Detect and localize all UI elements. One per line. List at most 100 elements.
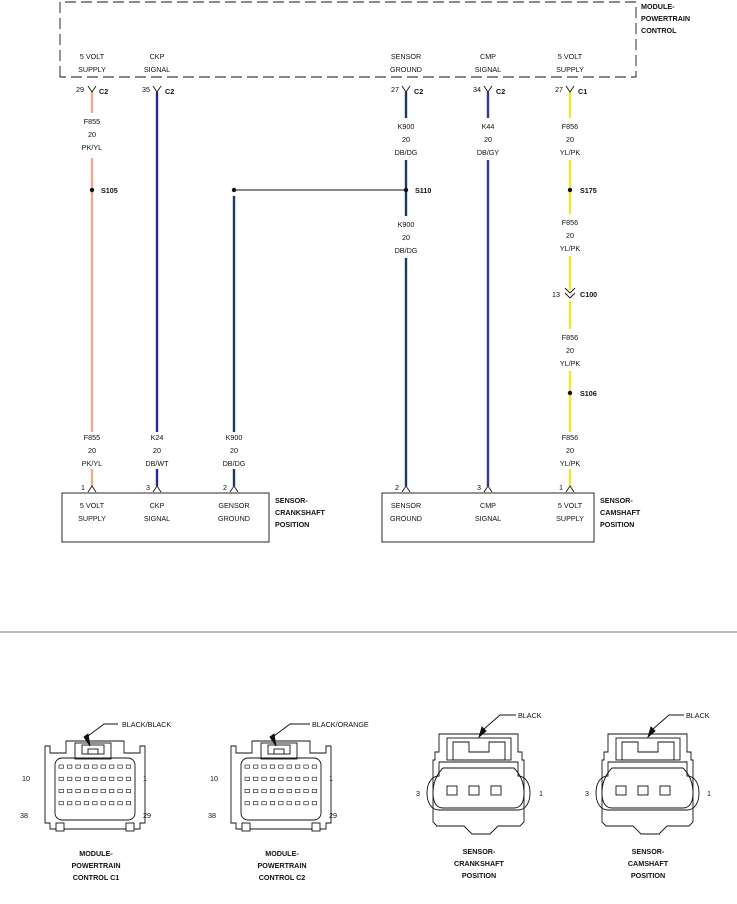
pcm-connector-id: C2 [496, 87, 505, 96]
cmp-sensor-pin-label: SENSOR [391, 501, 421, 510]
connector-pin-cavity [261, 801, 267, 806]
connector-pin-right: 1 [539, 789, 543, 798]
connector-pin-cavity [253, 764, 259, 769]
inline-connector-name: C100 [580, 290, 597, 299]
connector-pin-tr: 1 [143, 774, 147, 783]
connector-pin-cavity [100, 789, 106, 793]
connector-name-c1: CONTROL C1 [73, 873, 120, 882]
connector-view-ckp-sensor [426, 714, 531, 835]
connector-color-c1: BLACK/BLACK [122, 720, 171, 729]
connector-pin-cavity [295, 789, 301, 793]
connector-pin-cavity [67, 801, 73, 806]
connector-pin-cavity [261, 764, 267, 769]
wire-label-f855-bot: PK/YL [82, 459, 102, 468]
ckp-sensor-pin-number: 2 [223, 483, 227, 492]
splice-dot-s105 [89, 187, 95, 193]
connector-pin-cavity [92, 764, 98, 769]
connector-pin-cavity [109, 776, 115, 781]
connector-pin-cavity [58, 776, 64, 781]
connector-pin-cavity [83, 764, 89, 769]
connector-pin-cavity [311, 789, 318, 793]
splice-dot-s110 [403, 187, 409, 193]
splice-dot-ckp-ground [231, 187, 237, 193]
connector-pin-cavity [278, 776, 284, 781]
wire-label-f856-a: F856 [562, 218, 578, 227]
connector-pin-cavity [311, 764, 318, 769]
wire-label-f856-bot: YL/PK [560, 459, 581, 468]
connector-pin-cavity [269, 789, 276, 793]
connector-pin-cavity [100, 776, 106, 781]
connector-pin-cavity [261, 776, 267, 781]
ckp-sensor-name: CRANKSHAFT [275, 508, 326, 517]
connector-pin-cavity [75, 789, 81, 793]
connector-pin-cavity [67, 789, 73, 793]
wire-label-k900-mid: 20 [402, 233, 410, 242]
pcm-pin-number: 27 [391, 85, 399, 94]
inline-connector-pin: 13 [552, 290, 560, 299]
connector-pin-cavity [75, 801, 81, 806]
splice-label-s105: S105 [101, 186, 118, 195]
connector-pin-cavity [58, 801, 64, 806]
pcm-pin-number: 35 [142, 85, 150, 94]
connector-name-cmp: SENSOR- [632, 847, 665, 856]
pcm-pin-label: GROUND [390, 65, 422, 74]
lock-arrow-icon [83, 733, 91, 747]
connector-pin-cavity [125, 776, 131, 781]
pcm-pin-label: 5 VOLT [558, 52, 583, 61]
pcm-label-line1: MODULE- [641, 2, 675, 11]
connector-pin-cavity [100, 801, 106, 806]
connector-name-c2: CONTROL C2 [259, 873, 306, 882]
connector-pin-br: 29 [143, 811, 151, 820]
wire-label-k900-bot: 20 [230, 446, 238, 455]
connector-pin-cavity [311, 776, 318, 781]
pcm-pin-number: 29 [76, 85, 84, 94]
wire-label-k44-top: K44 [482, 122, 495, 131]
pcm-pin-labels: 5 VOLT SUPPLY CKP SIGNAL SENSOR GROUND C… [78, 52, 584, 74]
ckp-sensor-pin-number: 3 [146, 483, 150, 492]
connector-pin-cavity [75, 764, 81, 769]
connector-name-cmp: POSITION [631, 871, 665, 880]
pcm-pin-numbers: 29 C2 35 C2 27 C2 34 C2 27 C1 [76, 85, 587, 96]
pcm-pin-number: 27 [555, 85, 563, 94]
connector-color-ckp: BLACK [518, 711, 542, 720]
splice-labels: S105 S110 S175 S106 [101, 186, 597, 398]
pcm-pin-number: 34 [473, 85, 481, 94]
wire-label-f856-bot: 20 [566, 446, 574, 455]
ckp-sensor-pin-label: GENSOR [218, 501, 249, 510]
wire-label-f855-top: 20 [88, 130, 96, 139]
wire-label-f856-top: F856 [562, 122, 578, 131]
connector-pin-cavity [253, 801, 259, 806]
connector-name-cmp: CAMSHAFT [628, 859, 669, 868]
connector-pin-cavity [303, 789, 309, 793]
wire-label-f856-top: 20 [566, 135, 574, 144]
connector-name-c1: MODULE- [79, 849, 113, 858]
connector-pin-tr: 1 [329, 774, 333, 783]
ckp-sensor-name: SENSOR- [275, 496, 308, 505]
connector-view-cmp-sensor [595, 714, 700, 835]
connector-pin-cavity [303, 764, 309, 769]
wire-label-k900-mid: K900 [398, 220, 415, 229]
wire-label-f856-b: YL/PK [560, 359, 581, 368]
wire-label-f855-bot: 20 [88, 446, 96, 455]
ckp-sensor-pin-number: 1 [81, 483, 85, 492]
wire-label-f856-top: YL/PK [560, 148, 581, 157]
connector-pin-cavity [303, 776, 309, 781]
wire-label-f856-a: 20 [566, 231, 574, 240]
connector-name-ckp: POSITION [462, 871, 496, 880]
wire-label-f856-a: YL/PK [560, 244, 581, 253]
wires [90, 92, 572, 486]
connector-pin-cavity [261, 789, 267, 793]
connector-pin-cavity [269, 776, 276, 781]
connector-pin-cavity [83, 789, 89, 793]
connector-pin-cavity [253, 776, 259, 781]
connector-pin-cavity [75, 776, 81, 781]
connector-pin-tl: 10 [22, 774, 30, 783]
wire-label-f856-b: 20 [566, 346, 574, 355]
connector-pin-cavity [278, 764, 284, 769]
wire-label-k44-top: 20 [484, 135, 492, 144]
connector-pin-cavity [117, 789, 123, 793]
splice-label-s110: S110 [415, 186, 431, 195]
connector-pin-cavity [92, 776, 98, 781]
connector-pin-cavity [278, 801, 284, 806]
